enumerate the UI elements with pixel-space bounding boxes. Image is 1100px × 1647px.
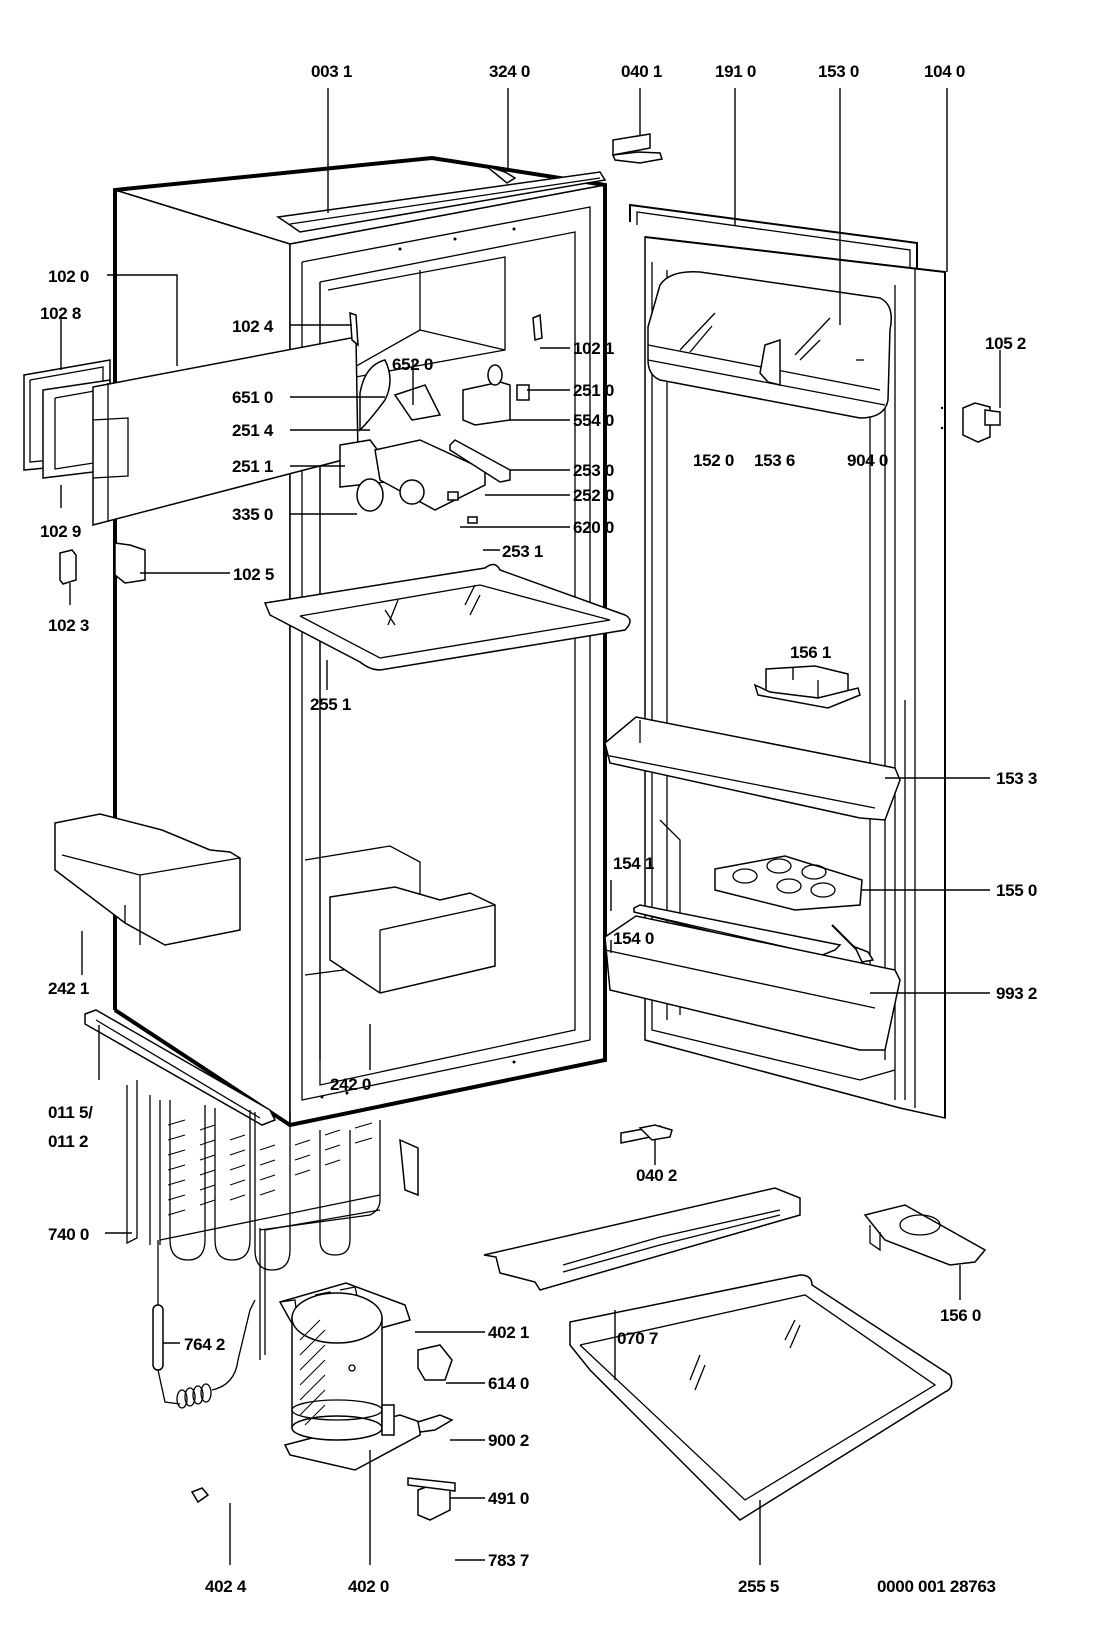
label-part-2551: 255 1	[310, 695, 352, 714]
label-part-0402: 040 2	[636, 1166, 678, 1185]
label-part-1029: 102 9	[40, 522, 82, 541]
label-part-0115: 011 5/	[48, 1103, 93, 1122]
control-panel-parts	[23, 311, 543, 585]
label-part-4910: 491 0	[488, 1489, 530, 1508]
part-2551-glass-shelf	[263, 563, 631, 671]
label-part-2555: 255 5	[738, 1577, 780, 1596]
egg-holes	[732, 858, 836, 898]
part-7837-pin	[407, 1477, 456, 1492]
label-part-1533: 153 3	[996, 769, 1038, 788]
label-part-1021: 102 1	[573, 339, 615, 358]
leader-lines	[60, 88, 1001, 1565]
part-0401-hinge-bracket	[611, 133, 663, 164]
label-part-2511: 251 1	[232, 457, 274, 476]
part-9002-clip	[417, 1414, 454, 1433]
part-1052-hinge	[940, 402, 1001, 443]
condenser-fins	[167, 1119, 373, 1216]
label-part-1910: 191 0	[715, 62, 757, 81]
label-part-1023: 102 3	[48, 616, 90, 635]
label-part-1024: 102 4	[232, 317, 274, 336]
label-part-1541: 154 1	[613, 854, 655, 873]
part-0115-rail	[84, 1009, 277, 1126]
label-part-5540: 554 0	[573, 411, 615, 430]
label-part-0112: 011 2	[48, 1132, 89, 1151]
label-part-2514: 251 4	[232, 421, 274, 440]
label-part-1520: 152 0	[693, 451, 735, 470]
label-part-0707: 070 7	[617, 1329, 659, 1348]
part-7642-drier	[152, 1240, 256, 1409]
part-0707-base-trim	[483, 1187, 801, 1291]
part-2420-bin	[329, 886, 496, 994]
part-4020-compressor	[283, 1292, 421, 1471]
label-part-7837: 783 7	[488, 1551, 530, 1570]
part-0031-top-rail	[275, 171, 607, 233]
part-2555-glass-shelf	[569, 1274, 953, 1521]
electrical-parts	[190, 1344, 456, 1521]
part-0402-bracket	[620, 1124, 673, 1144]
label-part-1020: 102 0	[48, 267, 90, 286]
label-part-9040: 904 0	[847, 451, 889, 470]
label-part-3240: 324 0	[489, 62, 531, 81]
label-part-9002: 900 2	[488, 1431, 530, 1450]
label-part-0401: 040 1	[621, 62, 663, 81]
label-part-4024: 402 4	[205, 1577, 247, 1596]
part-6140-relay	[417, 1344, 453, 1381]
label-part-1536: 153 6	[754, 451, 796, 470]
label-part-1540: 154 0	[613, 929, 655, 948]
glass-reflection-marks	[679, 312, 831, 361]
label-part-1550: 155 0	[996, 881, 1038, 900]
label-part-7642: 764 2	[184, 1335, 226, 1354]
label-part-2510: 251 0	[573, 381, 615, 400]
label-part-4021: 402 1	[488, 1323, 530, 1342]
label-part-1561: 156 1	[790, 643, 832, 662]
label-part-7400: 740 0	[48, 1225, 90, 1244]
part-4024-clip	[190, 1487, 210, 1504]
part-7400-condenser	[126, 1080, 419, 1271]
label-part-6510: 651 0	[232, 388, 274, 407]
label-part-2421: 242 1	[48, 979, 90, 998]
label-part-1028: 102 8	[40, 304, 82, 323]
label-part-2420: 242 0	[330, 1075, 372, 1094]
label-part-1025: 102 5	[233, 565, 275, 584]
part-2421-bin	[54, 813, 241, 946]
label-part-3350: 335 0	[232, 505, 274, 524]
drawing-number: 0000 001 28763	[877, 1577, 996, 1596]
compressor-hatching	[299, 1319, 326, 1426]
label-part-1040: 104 0	[924, 62, 966, 81]
label-part-1052: 105 2	[985, 334, 1027, 353]
part-1560-ice-tray	[863, 1204, 987, 1266]
label-part-2520: 252 0	[573, 486, 615, 505]
label-part-0031: 003 1	[311, 62, 353, 81]
label-part-6140: 614 0	[488, 1374, 530, 1393]
door	[604, 203, 946, 1119]
label-part-4020: 402 0	[348, 1577, 390, 1596]
label-part-2531: 253 1	[502, 542, 544, 561]
label-part-6520: 652 0	[392, 355, 434, 374]
part-3240	[485, 165, 517, 184]
label-part-1560: 156 0	[940, 1306, 982, 1325]
label-part-9932: 993 2	[996, 984, 1038, 1003]
label-part-6200: 620 0	[573, 518, 615, 537]
label-part-1530: 153 0	[818, 62, 860, 81]
label-part-2530: 253 0	[573, 461, 615, 480]
